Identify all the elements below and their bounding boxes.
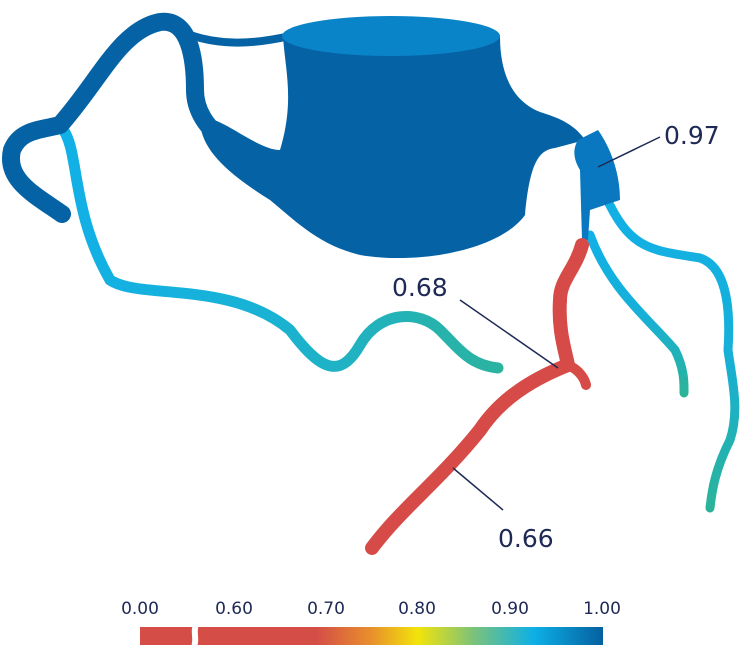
ffr-label-lcx: 0.97 [664, 121, 720, 150]
colorbar-tick: 1.00 [583, 599, 621, 619]
colorbar-tick: 0.70 [307, 599, 345, 619]
left-circumflex [574, 130, 740, 513]
colorbar [140, 625, 603, 647]
leader-lines [452, 136, 661, 511]
colorbar-break [191, 625, 199, 647]
left-anterior-descending [365, 238, 591, 555]
ffr-label-lad-distal: 0.66 [498, 524, 554, 553]
aorta [200, 16, 585, 259]
colorbar-tick: 0.90 [491, 599, 529, 619]
ffr-label-lad-proximal: 0.68 [392, 273, 448, 302]
colorbar-tick: 0.80 [398, 599, 436, 619]
right-coronary-artery [2, 12, 504, 374]
colorbar-tick: 0.00 [121, 599, 159, 619]
colorbar-tick: 0.60 [215, 599, 253, 619]
colorbar-gradient [140, 627, 603, 645]
